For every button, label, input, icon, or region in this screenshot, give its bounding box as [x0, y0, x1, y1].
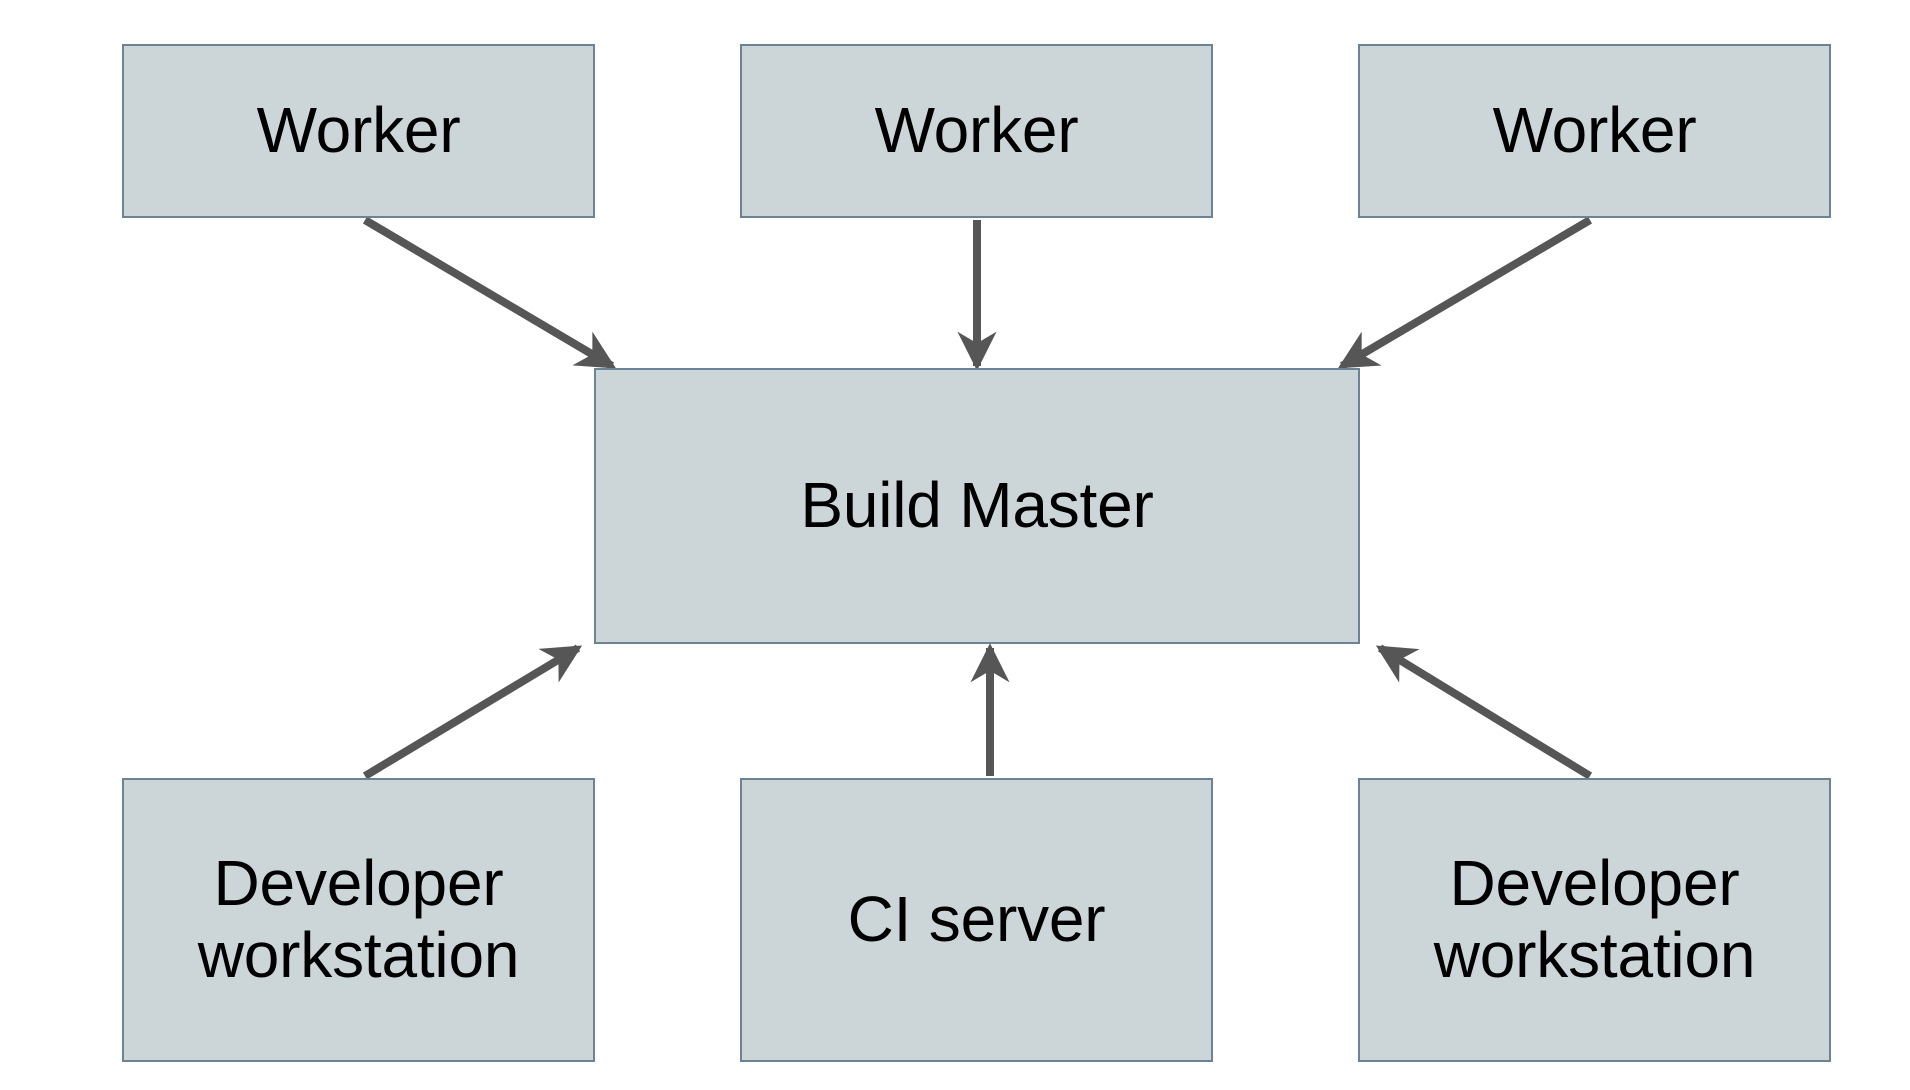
node-worker-2[interactable]: Worker [740, 44, 1213, 218]
node-build-master[interactable]: Build Master [594, 368, 1360, 644]
edge-worker1-to-master [362, 216, 617, 370]
node-worker-3-label: Worker [1492, 94, 1697, 167]
node-ci-server[interactable]: CI server [740, 778, 1213, 1062]
node-ci-server-label: CI server [847, 883, 1106, 956]
node-worker-1-label: Worker [256, 94, 461, 167]
node-build-master-label: Build Master [800, 469, 1154, 542]
node-developer-workstation-1[interactable]: Developer workstation [122, 778, 595, 1062]
node-worker-3[interactable]: Worker [1358, 44, 1831, 218]
node-developer-workstation-1-label: Developer workstation [197, 847, 520, 991]
node-worker-1[interactable]: Worker [122, 44, 595, 218]
node-developer-workstation-2-label: Developer workstation [1433, 847, 1756, 991]
node-worker-2-label: Worker [874, 94, 1079, 167]
edge-worker3-to-master [1337, 216, 1593, 370]
node-developer-workstation-2[interactable]: Developer workstation [1358, 778, 1831, 1062]
edge-dev2-to-master [1375, 644, 1593, 780]
edge-dev1-to-master [362, 644, 583, 780]
